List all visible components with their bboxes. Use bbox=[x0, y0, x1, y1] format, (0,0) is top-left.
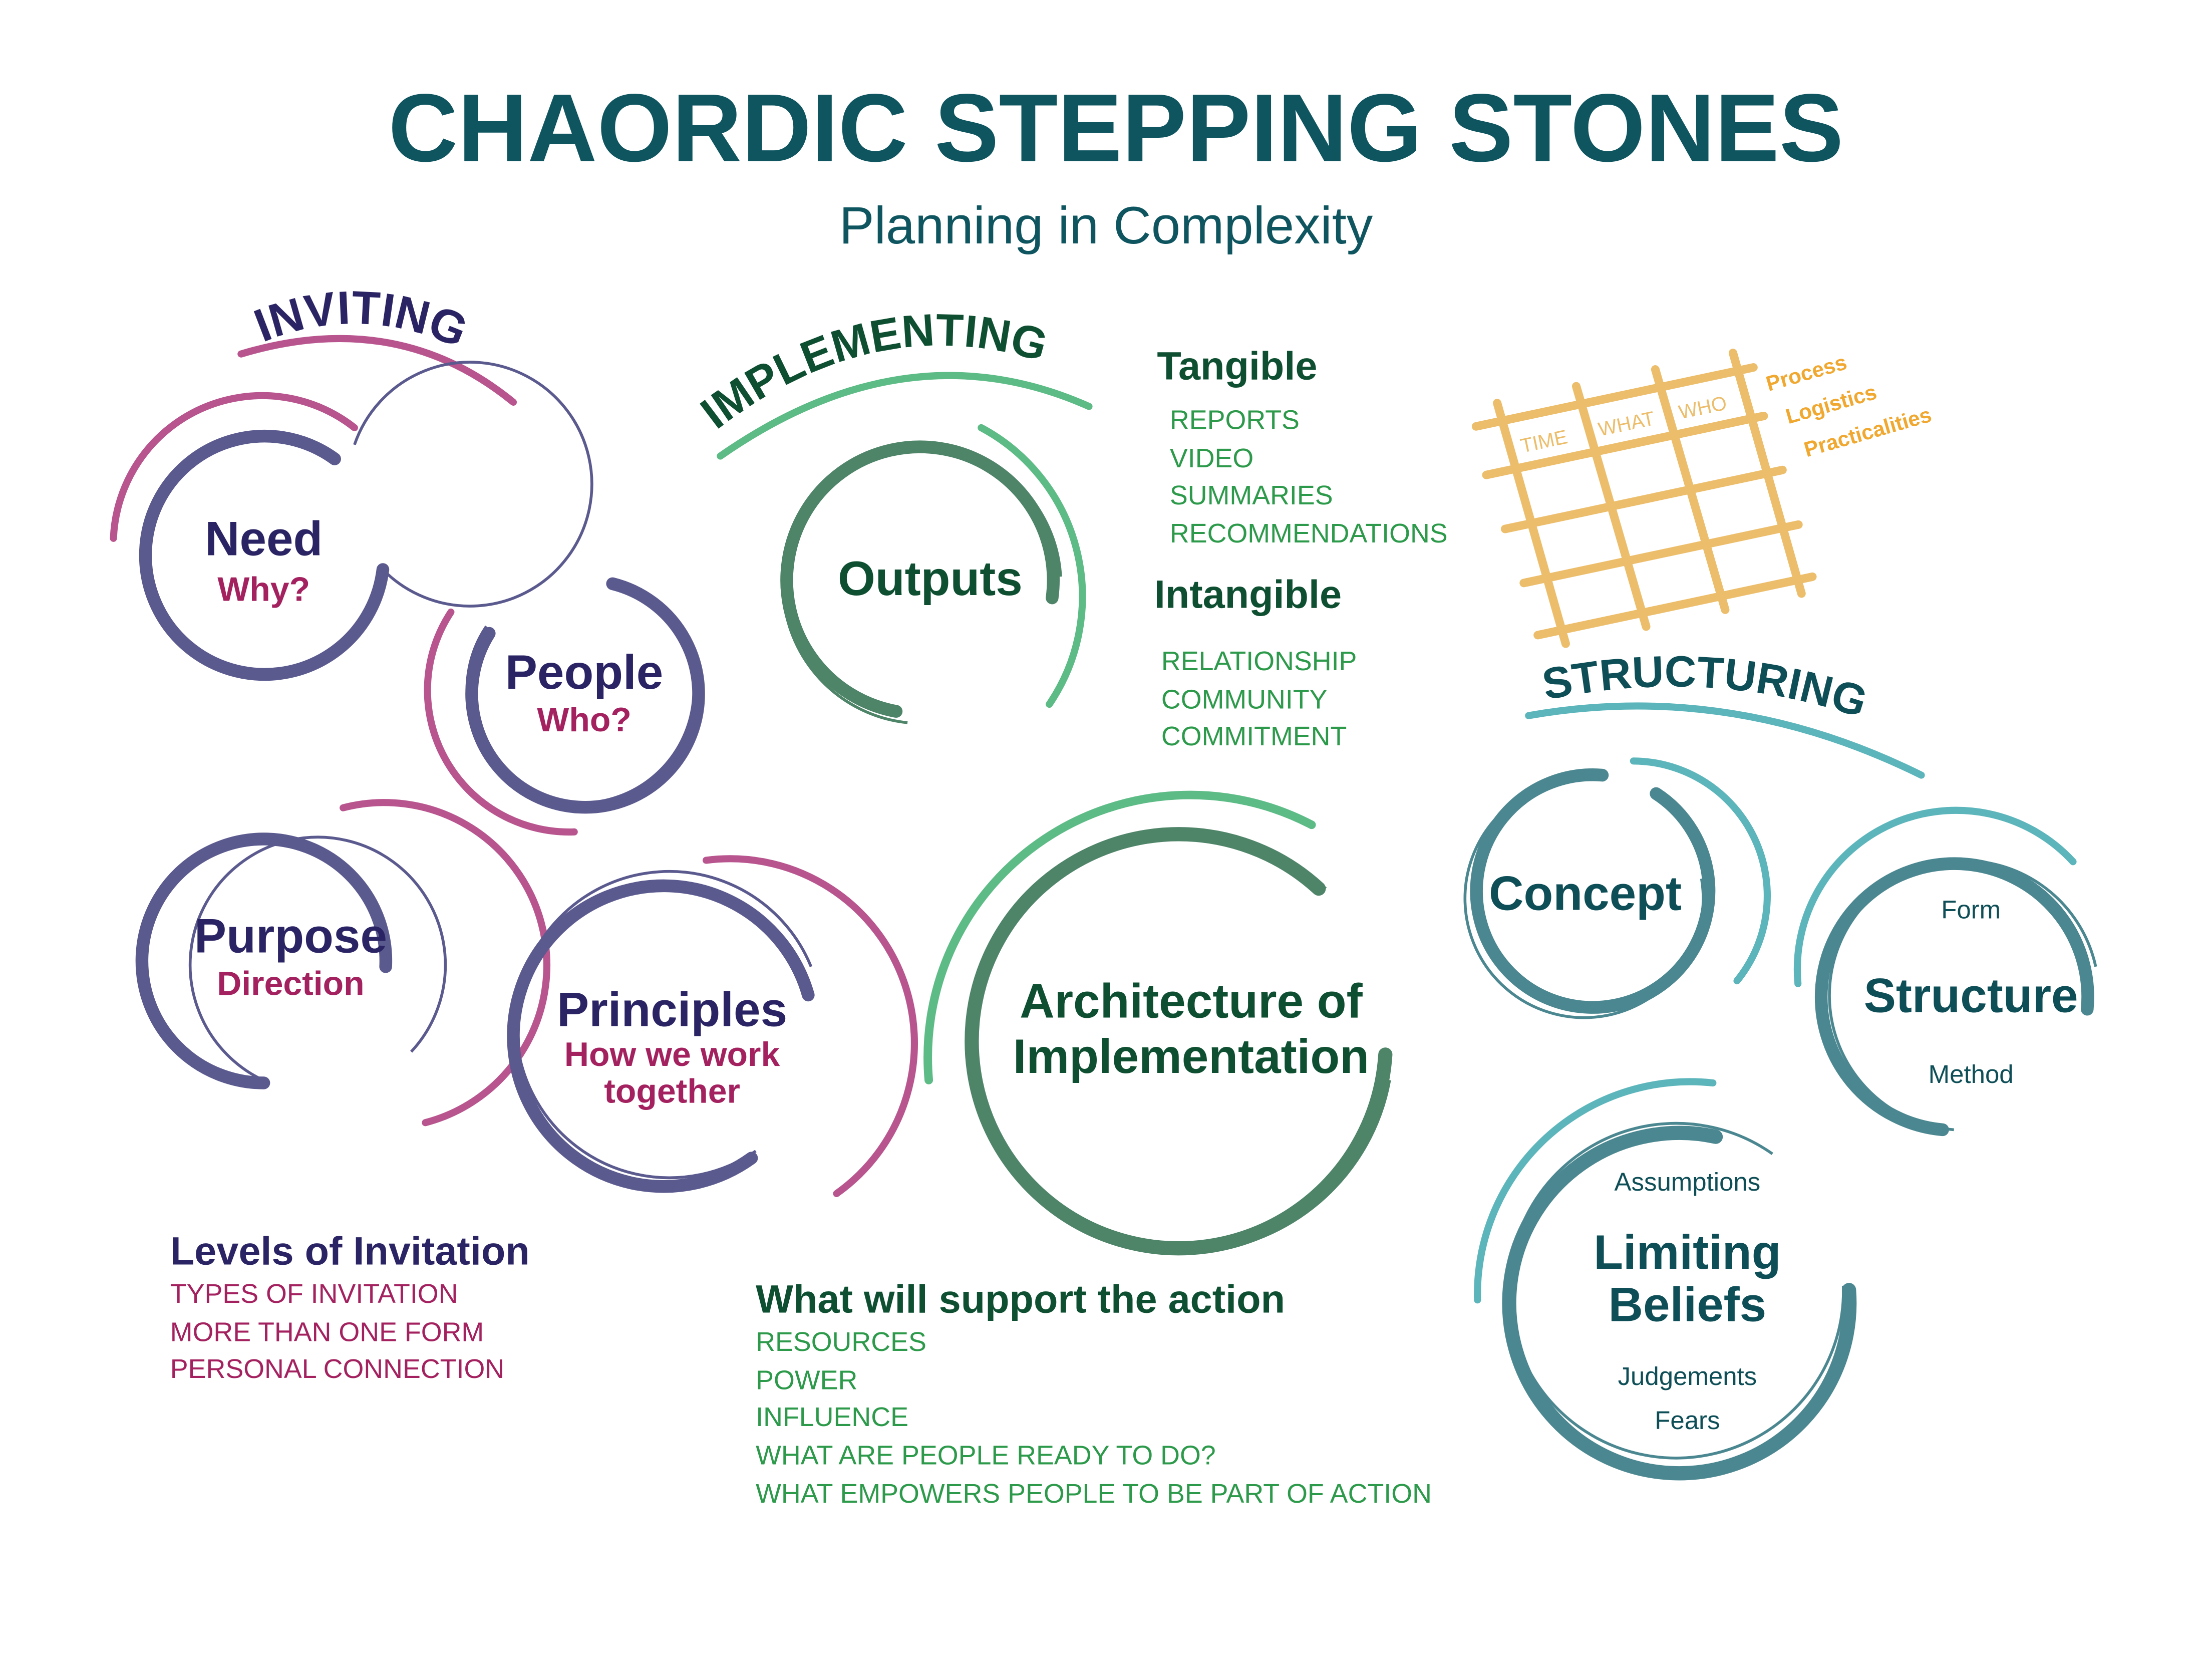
tangible-item: REPORTS bbox=[1170, 405, 1300, 435]
limiting-bottom-1: Judgements bbox=[1618, 1362, 1757, 1390]
people-sub: Who? bbox=[537, 701, 631, 739]
need-label: Need bbox=[205, 512, 323, 566]
principles-circle: Principles How we work together bbox=[507, 855, 918, 1197]
support-item: INFLUENCE bbox=[756, 1402, 908, 1432]
intangible-heading: Intangible bbox=[1154, 572, 1342, 616]
grid-column-who: WHO bbox=[1677, 392, 1729, 424]
principles-sub-1: How we work bbox=[564, 1035, 780, 1073]
tangible-item: RECOMMENDATIONS bbox=[1170, 518, 1448, 548]
grid-column-time: TIME bbox=[1518, 426, 1569, 457]
intangible-item: COMMUNITY bbox=[1161, 685, 1328, 715]
need-circle: Need Why? bbox=[110, 361, 593, 681]
page-subtitle: Planning in Complexity bbox=[839, 196, 1373, 255]
concept-circle: Concept bbox=[1463, 757, 1771, 1019]
principles-sub-2: together bbox=[604, 1072, 740, 1110]
tangible-item: VIDEO bbox=[1170, 443, 1253, 473]
intangible-list: Intangible RELATIONSHIP COMMUNITY COMMIT… bbox=[1154, 572, 1357, 751]
limiting-bottom-2: Fears bbox=[1655, 1406, 1720, 1435]
support-item: RESOURCES bbox=[756, 1327, 926, 1357]
implementing-heading: IMPLEMENTING bbox=[692, 305, 1053, 438]
structuring-heading: STRUCTURING bbox=[1538, 647, 1873, 726]
intangible-item: COMMITMENT bbox=[1161, 721, 1347, 751]
limiting-top: Assumptions bbox=[1615, 1168, 1761, 1196]
purpose-circle: Purpose Direction bbox=[135, 799, 551, 1127]
architecture-label-2: Implementation bbox=[1013, 1030, 1369, 1083]
architecture-circle: Architecture of Implementation bbox=[923, 790, 1393, 1256]
intangible-item: RELATIONSHIP bbox=[1161, 646, 1357, 676]
grid-labels: Process Logistics Practicalities bbox=[1763, 350, 1934, 461]
structure-bottom: Method bbox=[1929, 1060, 2014, 1088]
need-sub: Why? bbox=[217, 570, 310, 608]
support-list: What will support the action RESOURCES P… bbox=[756, 1277, 1432, 1509]
people-circle: People Who? bbox=[424, 577, 705, 836]
outputs-label: Outputs bbox=[838, 552, 1023, 606]
limiting-label-2: Beliefs bbox=[1609, 1278, 1767, 1332]
principles-label: Principles bbox=[557, 983, 787, 1037]
people-label: People bbox=[505, 646, 664, 699]
support-item: WHAT EMPOWERS PEOPLE TO BE PART OF ACTIO… bbox=[756, 1479, 1432, 1509]
levels-item: PERSONAL CONNECTION bbox=[170, 1354, 504, 1384]
inviting-heading: INVITING bbox=[247, 281, 475, 358]
structure-circle: Form Structure Method bbox=[1793, 806, 2097, 1137]
purpose-sub: Direction bbox=[217, 964, 364, 1002]
architecture-label-1: Architecture of bbox=[1020, 975, 1363, 1028]
page-title: CHAORDIC STEPPING STONES bbox=[388, 74, 1843, 182]
structuring-heading-arc bbox=[1525, 702, 1925, 779]
structure-label: Structure bbox=[1864, 969, 2078, 1022]
levels-of-invitation: Levels of Invitation TYPES OF INVITATION… bbox=[170, 1228, 530, 1384]
implementing-heading-arc bbox=[717, 372, 1093, 460]
support-heading: What will support the action bbox=[756, 1277, 1285, 1321]
limiting-beliefs-circle: Assumptions Limiting Beliefs Judgements … bbox=[1474, 1078, 1857, 1481]
levels-heading: Levels of Invitation bbox=[170, 1228, 530, 1273]
support-item: WHAT ARE PEOPLE READY TO DO? bbox=[756, 1441, 1216, 1471]
structuring-section: STRUCTURING Concept Form Structure Metho… bbox=[1463, 647, 2097, 1481]
tangible-item: SUMMARIES bbox=[1170, 480, 1333, 510]
limiting-label-1: Limiting bbox=[1594, 1226, 1781, 1279]
grid-label-process: Process bbox=[1763, 350, 1849, 396]
planning-grid: TIME WHAT WHO bbox=[1471, 349, 1817, 648]
grid-column-what: WHAT bbox=[1596, 407, 1656, 441]
outputs-circle: Outputs bbox=[780, 424, 1086, 724]
tangible-list: Tangible REPORTS VIDEO SUMMARIES RECOMME… bbox=[1157, 344, 1447, 549]
purpose-label: Purpose bbox=[194, 910, 387, 963]
implementing-section: IMPLEMENTING Outputs Tangible REPORTS VI… bbox=[692, 305, 1448, 1509]
support-item: POWER bbox=[756, 1365, 857, 1395]
levels-item: MORE THAN ONE FORM bbox=[170, 1317, 484, 1347]
inviting-section: INVITING Need Why? People Who? Purpose D… bbox=[110, 281, 918, 1384]
concept-label: Concept bbox=[1489, 867, 1682, 921]
tangible-heading: Tangible bbox=[1157, 344, 1317, 388]
inviting-heading-arc bbox=[237, 335, 517, 406]
levels-item: TYPES OF INVITATION bbox=[170, 1279, 458, 1309]
structure-top: Form bbox=[1941, 896, 2001, 924]
